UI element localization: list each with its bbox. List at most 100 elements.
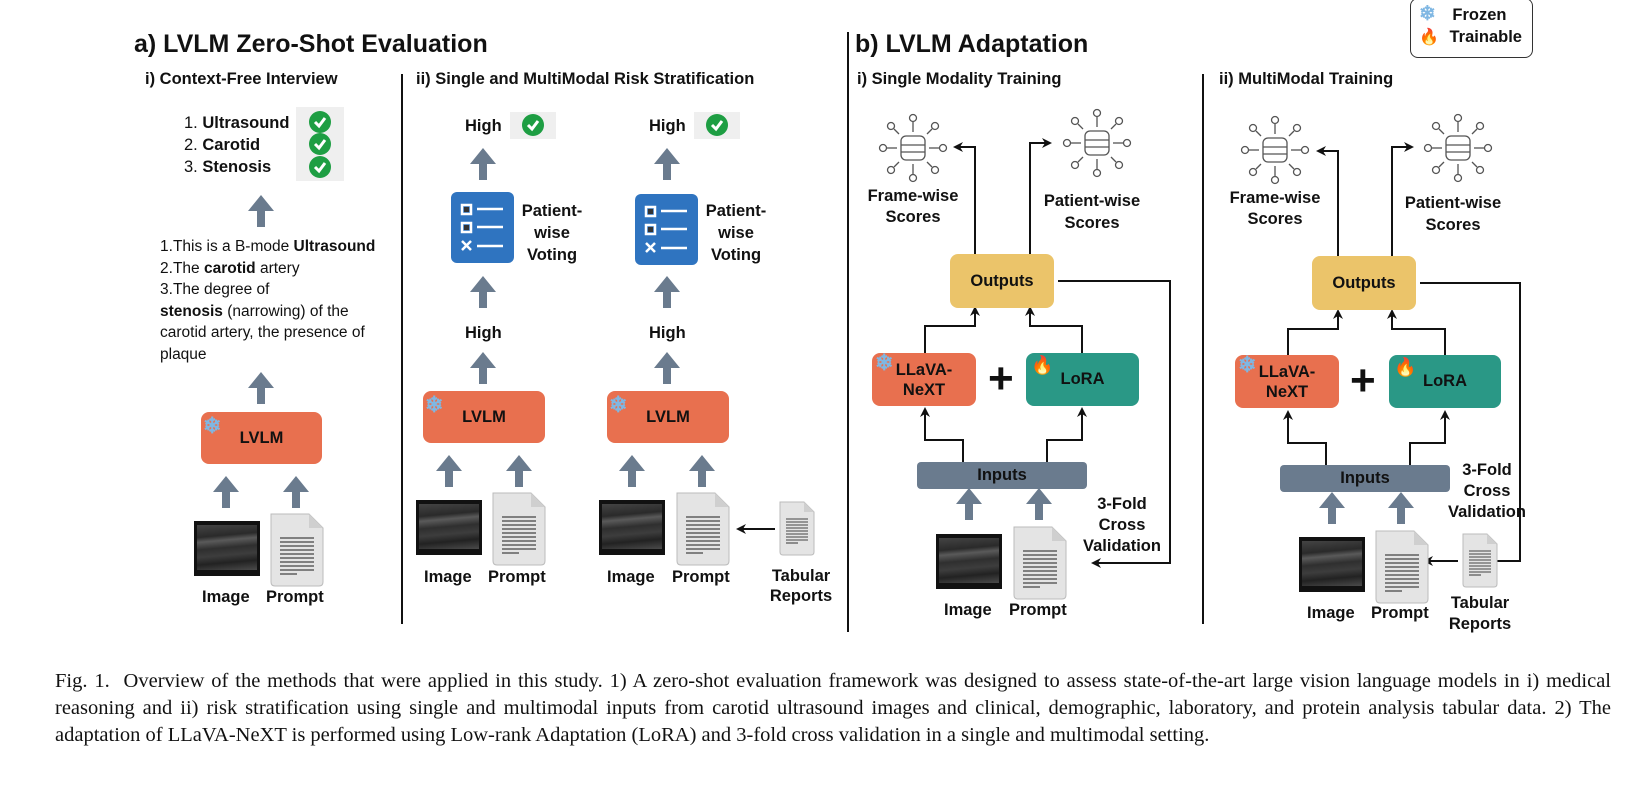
- llava-next-box: LLaVA-NeXT: [872, 353, 976, 406]
- ultrasound-image: [599, 500, 665, 555]
- section-a-i-subtitle: i) Context-Free Interview: [145, 70, 338, 88]
- legend-item-trainable: 🔥 Trainable: [1419, 28, 1522, 46]
- reference-item-cont: stenosis (narrowing) of the: [160, 302, 349, 320]
- outputs-box: Outputs: [950, 254, 1054, 308]
- voting-label: Patient- wise Voting: [705, 202, 767, 264]
- check-icon: [309, 111, 331, 133]
- divider-a-i-ii: [401, 74, 403, 624]
- plus-sign: +: [988, 354, 1014, 403]
- answer-item: 1. Ultrasound: [184, 114, 290, 132]
- reference-item: 2.The carotid artery: [160, 259, 300, 277]
- prompt-document-icon: [270, 513, 324, 587]
- database-scatter-icon: [878, 113, 948, 183]
- image-label: Image: [202, 588, 250, 606]
- arrow-up: [654, 276, 680, 308]
- arrow-up: [956, 488, 982, 520]
- fire-icon: 🔥: [1419, 29, 1439, 46]
- lvlm-box: LVLM: [201, 412, 322, 464]
- database-scatter-icon: [1423, 113, 1493, 183]
- prompt-document-icon: [492, 492, 546, 566]
- arrow-up: [689, 455, 715, 487]
- section-b-i-subtitle: i) Single Modality Training: [857, 70, 1062, 88]
- snowflake-icon: ❄: [1238, 352, 1257, 377]
- panel-a-title: a) LVLM Zero-Shot Evaluation: [134, 30, 488, 58]
- check-icon: [309, 133, 331, 155]
- check-icon: [706, 114, 728, 136]
- inputs-bar: Inputs: [1280, 465, 1450, 492]
- legend: ❄ Frozen 🔥 Trainable: [1410, 0, 1533, 58]
- frame-wise-scores-label: Frame-wise Scores: [1229, 189, 1321, 228]
- prompt-label: Prompt: [672, 568, 730, 586]
- section-b-ii-subtitle: ii) MultiModal Training: [1219, 70, 1394, 88]
- snowflake-icon: ❄: [875, 350, 894, 375]
- database-scatter-icon: [1062, 108, 1132, 178]
- arrow-up: [283, 476, 309, 508]
- answer-item: 2. Carotid: [184, 136, 261, 154]
- arrow-up: [213, 476, 239, 508]
- arrow-up: [1319, 492, 1345, 524]
- frame-prediction: High: [649, 324, 686, 342]
- thin-connectors: [736, 138, 1521, 568]
- inputs-bar: Inputs: [917, 462, 1087, 489]
- reference-item-cont: plaque: [160, 345, 207, 363]
- arrow-up: [470, 352, 496, 384]
- prompt-document-icon: [676, 492, 730, 566]
- prompt-document-icon: [1013, 526, 1067, 600]
- fire-icon: 🔥: [1394, 357, 1417, 377]
- arrow-up: [470, 148, 496, 180]
- image-label: Image: [607, 568, 655, 586]
- image-label: Image: [424, 568, 472, 586]
- image-label: Image: [944, 601, 992, 619]
- ultrasound-image: [1299, 537, 1365, 592]
- reference-item: 1.This is a B-mode Ultrasound: [160, 238, 376, 255]
- reference-item-cont: carotid artery, the presence of: [160, 324, 365, 341]
- ultrasound-image: [194, 521, 260, 576]
- legend-item-frozen: ❄ Frozen: [1419, 3, 1507, 25]
- tabular-document-icon: [779, 501, 815, 556]
- ultrasound-image: [936, 534, 1002, 589]
- snowflake-icon: ❄: [1419, 3, 1436, 25]
- outputs-box: Outputs: [1312, 256, 1416, 310]
- arrow-up: [654, 148, 680, 180]
- lora-box: LoRA: [1026, 353, 1139, 406]
- lora-box: LoRA: [1389, 355, 1501, 408]
- patient-wise-scores-label: Patient-wise Scores: [1043, 192, 1141, 232]
- check-icon: [522, 114, 544, 136]
- reference-answers: 1.This is a B-mode Ultrasound 2.The caro…: [160, 236, 375, 365]
- prompt-document-icon: [1375, 530, 1429, 604]
- tabular-reports-label: Tabular Reports: [769, 567, 833, 605]
- arrow-up: [619, 455, 645, 487]
- voting-checklist-icon: [451, 192, 514, 263]
- flow-arrows: [213, 148, 1414, 524]
- fire-icon: 🔥: [1031, 355, 1054, 375]
- caption-label: Fig. 1.: [55, 670, 110, 692]
- lvlm-box: LVLM: [423, 391, 545, 443]
- tabular-document-icon: [1462, 533, 1498, 588]
- lvlm-box: LVLM: [607, 391, 729, 443]
- arrow-up: [470, 276, 496, 308]
- arrow-up: [1388, 492, 1414, 524]
- database-scatter-icon: [1240, 115, 1310, 185]
- voting-label: Patient- wise Voting: [521, 202, 583, 264]
- answer-list: 1. Ultrasound 2. Carotid 3. Stenosis: [184, 112, 289, 178]
- database-icons: [878, 108, 1493, 185]
- patient-wise-scores-label: Patient-wise Scores: [1404, 194, 1502, 234]
- arrow-up: [436, 455, 462, 487]
- caption-text: Overview of the methods that were applie…: [55, 670, 1612, 746]
- image-label: Image: [1307, 604, 1355, 622]
- risk-result: High: [649, 117, 686, 135]
- arrow-up: [654, 352, 680, 384]
- check-icon: [309, 156, 331, 178]
- arrow-up: [506, 455, 532, 487]
- risk-result: High: [465, 117, 502, 135]
- arrow-up: [1026, 488, 1052, 520]
- panel-b-title: b) LVLM Adaptation: [855, 30, 1089, 58]
- answer-item: 3. Stenosis: [184, 158, 272, 176]
- document-icons: [270, 492, 1498, 604]
- ultrasound-image: [416, 500, 482, 555]
- arrow-up: [248, 372, 274, 404]
- snowflake-icon: ❄: [609, 392, 628, 417]
- snowflake-icon: ❄: [203, 413, 222, 438]
- frame-wise-scores-label: Frame-wise Scores: [867, 187, 959, 226]
